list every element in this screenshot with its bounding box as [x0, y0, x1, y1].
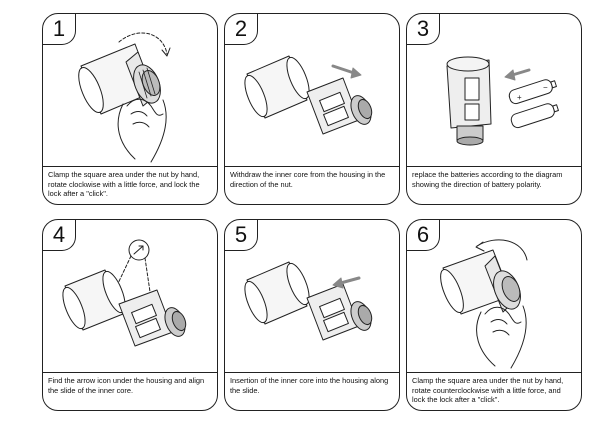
step-2-panel: 2 Withdraw the inner core from the housi… — [224, 13, 400, 205]
step-3-number: 3 — [407, 14, 440, 45]
step-4-illustration — [62, 239, 187, 347]
step-2-number: 2 — [225, 14, 258, 45]
battery-plus-label: + — [517, 93, 522, 102]
step-1-panel: 1 Clamp the square area under the nut by… — [42, 13, 218, 205]
step-3-caption: replace the batteries according to the d… — [407, 166, 581, 204]
step-6-number: 6 — [407, 220, 440, 251]
step-5-panel: 5 Insertion of the inner core into the h… — [224, 219, 400, 411]
step-3-illustration: + − — [446, 56, 559, 146]
step-5-illustration — [244, 261, 373, 341]
step-1-caption: Clamp the square area under the nut by h… — [43, 166, 217, 204]
step-2-caption: Withdraw the inner core from the housing… — [225, 166, 399, 204]
battery-minus-label: − — [543, 83, 548, 92]
step-5-caption: Insertion of the inner core into the hou… — [225, 372, 399, 410]
step-6-illustration — [440, 239, 528, 369]
step-4-panel: 4 Find the arrow icon under the housing … — [42, 219, 218, 411]
step-4-caption: Find the arrow icon under the housing an… — [43, 372, 217, 410]
step-6-panel: 6 Clamp the square area under the nut by… — [406, 219, 582, 411]
step-3-panel: + − 3 replace the batteries according to… — [406, 13, 582, 205]
step-2-illustration — [244, 55, 373, 135]
step-1-illustration — [78, 32, 171, 163]
step-5-number: 5 — [225, 220, 258, 251]
step-6-caption: Clamp the square area under the nut by h… — [407, 372, 581, 410]
step-1-number: 1 — [43, 14, 76, 45]
step-4-number: 4 — [43, 220, 76, 251]
